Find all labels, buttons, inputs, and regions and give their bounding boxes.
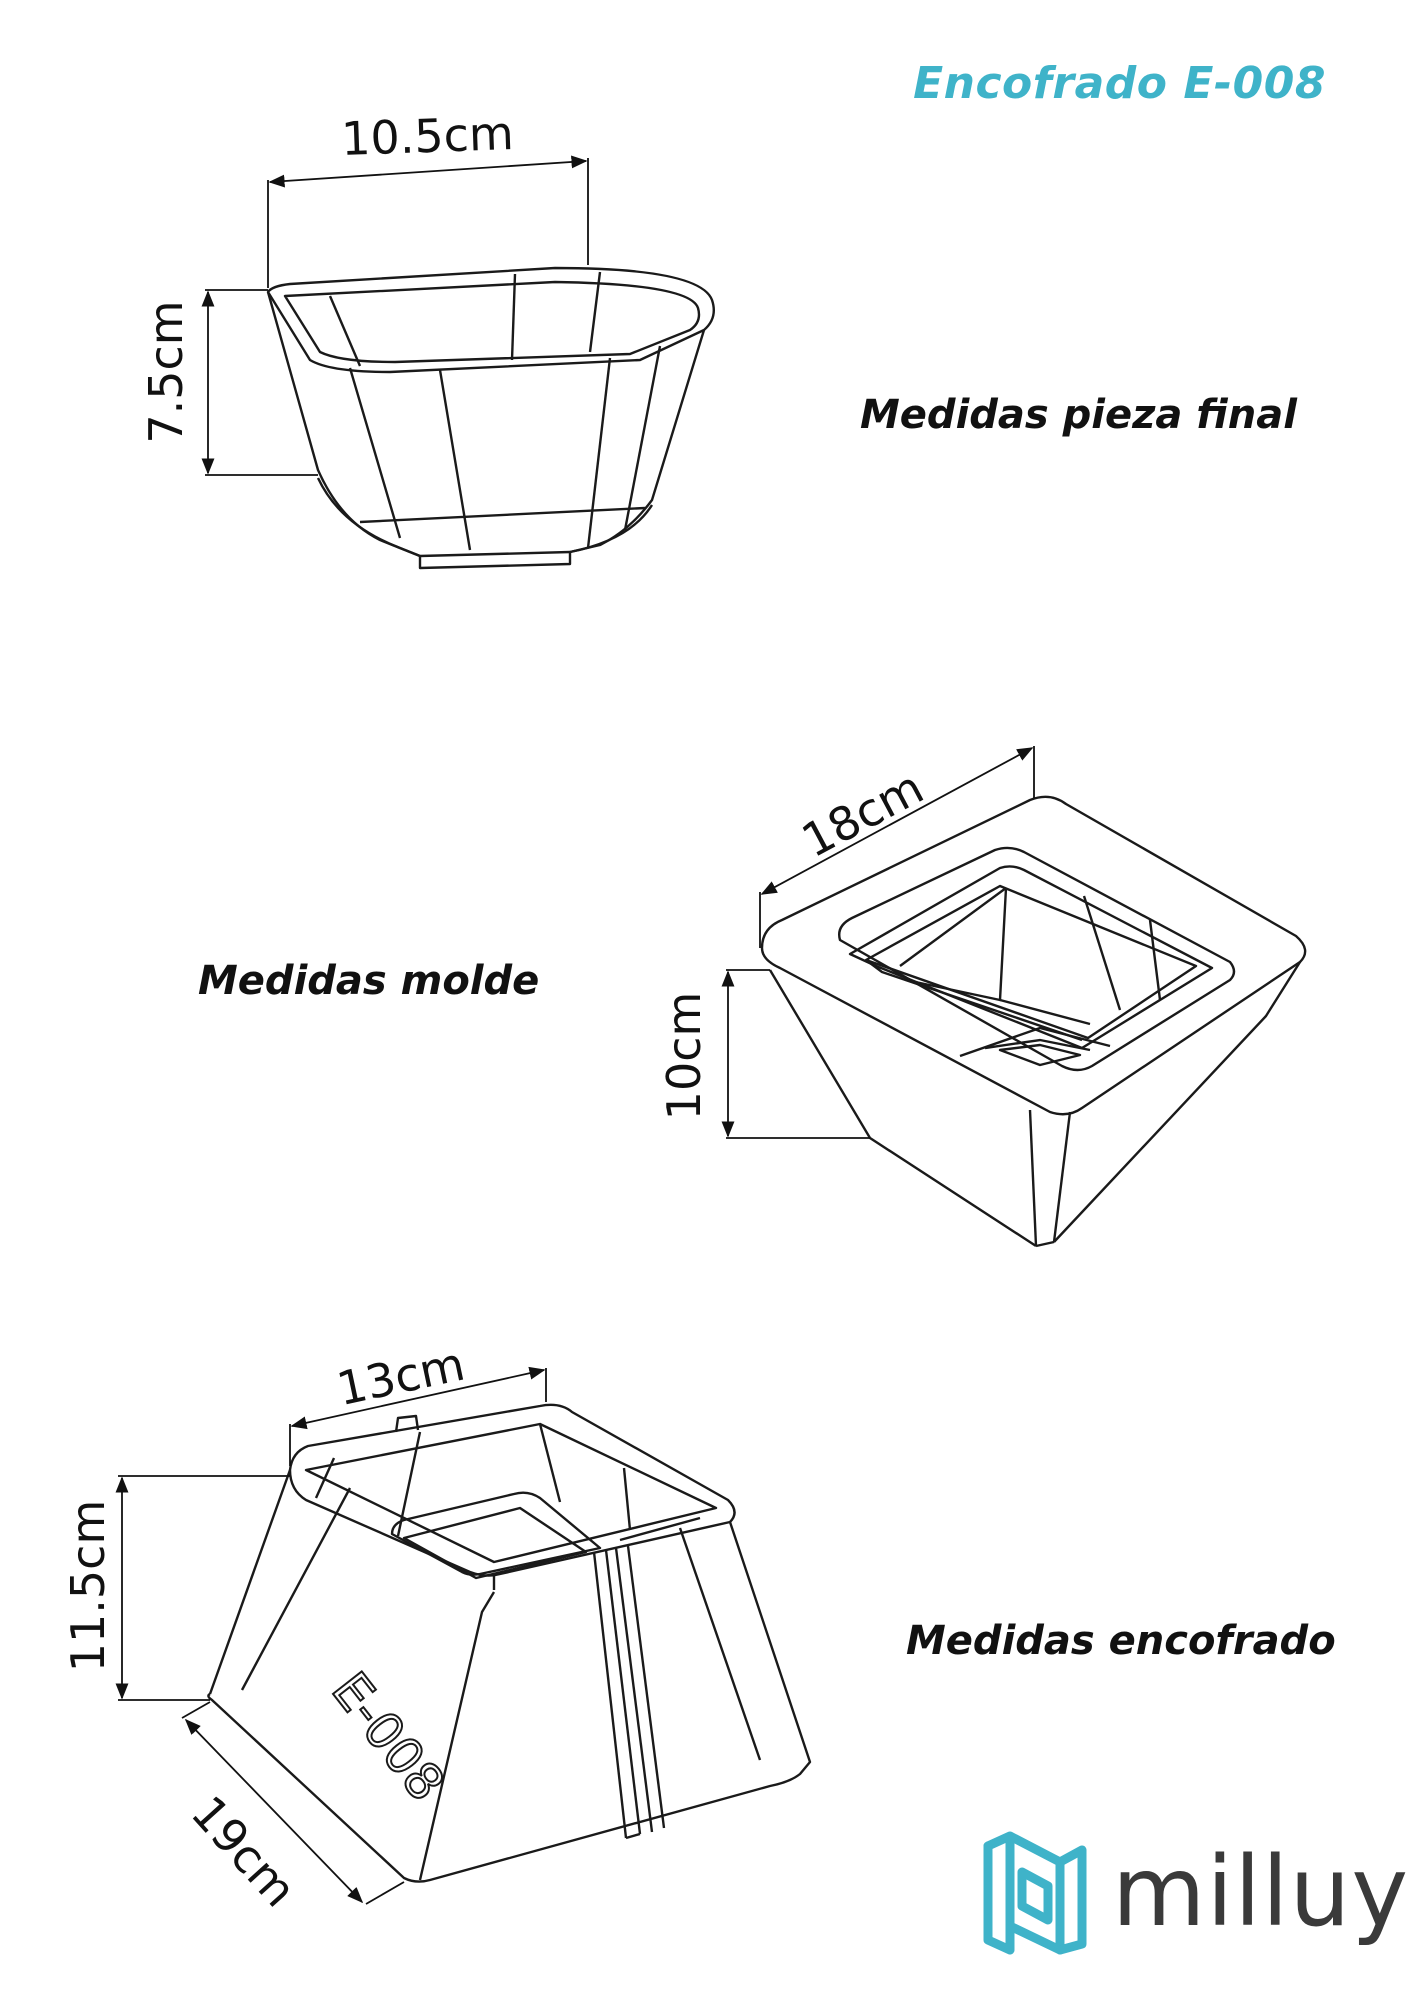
molde-drawing bbox=[760, 795, 1307, 1248]
final-piece-drawing bbox=[266, 266, 715, 570]
page-title: Encofrado E-008 bbox=[913, 58, 1326, 109]
dim-final-width: 10.5cm bbox=[340, 106, 514, 166]
dim-encofrado-depth: 19cm bbox=[181, 1785, 307, 1917]
milluy-logo-icon bbox=[983, 1831, 1087, 1955]
engraving-e008: E-008 bbox=[321, 1662, 456, 1812]
dim-molde-height: 10cm bbox=[657, 992, 711, 1121]
label-pieza-final: Medidas pieza final bbox=[860, 392, 1297, 438]
final-dimensions bbox=[201, 155, 589, 476]
dim-final-height: 7.5cm bbox=[139, 300, 193, 443]
label-molde: Medidas molde bbox=[198, 958, 540, 1004]
dim-encofrado-height: 11.5cm bbox=[61, 1500, 115, 1673]
label-encofrado: Medidas encofrado bbox=[906, 1618, 1336, 1664]
dim-molde-width: 18cm bbox=[793, 760, 932, 868]
encofrado-dimensions bbox=[115, 1366, 547, 1905]
molde-dimensions bbox=[721, 746, 1035, 1139]
encofrado-drawing bbox=[207, 1403, 812, 1883]
brand-name: milluy bbox=[1112, 1836, 1410, 1948]
dim-encofrado-width: 13cm bbox=[332, 1337, 469, 1417]
